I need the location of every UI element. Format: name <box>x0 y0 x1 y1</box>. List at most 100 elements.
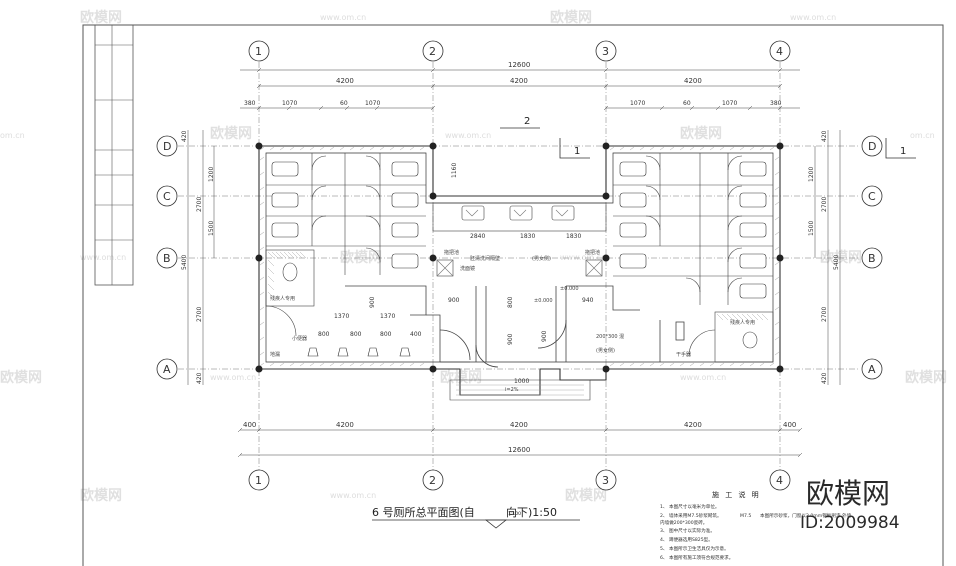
dim-detail: 1070 <box>282 100 297 107</box>
left-dimension-labels: 420 1200 1500 2700 5400 2700 420 <box>181 130 215 384</box>
left-interior-dims: 800 800 800 400 1370 1370 900 <box>318 296 422 338</box>
axis-bubbles-rows: D C B A D C B A <box>156 135 883 380</box>
watermark-brand: 欧模网 <box>440 369 482 386</box>
svg-text:2700: 2700 <box>821 307 828 322</box>
label-floor-level: ±0.000 <box>534 298 553 304</box>
dim-bottom-seg: 400 <box>243 421 256 429</box>
axis-bubble-2-bottom: 2 <box>422 469 444 491</box>
label-wash-note: (男女侧) <box>532 255 551 262</box>
dim-detail: 380 <box>244 100 256 107</box>
svg-text:5400: 5400 <box>833 255 840 270</box>
watermark-url: www.om.cn <box>80 253 126 262</box>
brand-id: ID:2009984 <box>800 513 900 533</box>
svg-text:5400: 5400 <box>181 255 188 270</box>
axis-bubble-4-bottom: 4 <box>769 469 791 491</box>
svg-text:B: B <box>163 252 171 265</box>
watermark-brand: 欧模网 <box>550 9 592 26</box>
axis-bubble-A-right: A <box>861 358 883 380</box>
watermark-brand: 欧模网 <box>680 125 722 142</box>
svg-text:420: 420 <box>821 130 828 142</box>
svg-text:A: A <box>163 363 171 376</box>
top-dimension-labels: 12600 4200 4200 4200 380 1070 60 1070 10… <box>244 61 782 107</box>
note-side-2: 本图所示砂浆，门窗以2.0mm钢板刷漆 外墙 <box>760 512 852 519</box>
svg-text:420: 420 <box>196 372 203 384</box>
note-item: 3、 图中尺寸以实际为准。 <box>660 527 715 534</box>
section-marker: 1 <box>900 146 906 157</box>
entrance-labels: 1000 i=2% <box>505 378 529 393</box>
brand-block: 欧模网 ID:2009984 <box>800 477 900 533</box>
bottom-dimensions <box>237 427 803 458</box>
right-accessible-room <box>688 311 774 363</box>
outer-walls <box>258 145 781 396</box>
svg-text:1500: 1500 <box>208 221 215 236</box>
svg-text:4: 4 <box>776 45 783 58</box>
brand-name: 欧模网 <box>806 477 890 510</box>
right-dimension-labels: 420 1200 1500 2700 5400 2700 420 <box>808 130 840 384</box>
watermark-url: www.om.cn <box>210 373 256 382</box>
axis-bubble-1-top: 1 <box>248 40 270 62</box>
label-mop-right: 拖把池 <box>585 249 600 256</box>
svg-text:800: 800 <box>380 331 392 338</box>
svg-text:900: 900 <box>369 296 376 308</box>
label-right-level: ±0.000 <box>560 286 579 292</box>
watermark-url: www.om.cn <box>680 373 726 382</box>
axis-bubble-D-right: D <box>861 135 883 157</box>
svg-text:1: 1 <box>255 474 262 487</box>
label-mid-note: 200*300 混 <box>596 333 624 340</box>
svg-text:D: D <box>163 140 171 153</box>
right-squat-pans <box>619 161 767 299</box>
svg-text:A: A <box>868 363 876 376</box>
axis-bubble-B-right: B <box>861 247 883 269</box>
section-markers <box>484 127 916 529</box>
label-mop-left: 拖把池 <box>444 249 459 256</box>
central-labels: 胚清洗间隔壁 (男女侧) 拖把池 拖把池 洗面镜 2840 1830 1830 … <box>444 163 600 345</box>
svg-text:1200: 1200 <box>808 167 815 182</box>
svg-text:400: 400 <box>410 331 422 338</box>
watermark-brand: 欧模网 <box>80 487 122 504</box>
sheet-frame <box>82 24 944 566</box>
dim-detail: 60 <box>340 100 348 107</box>
axis-bubble-D-left: D <box>156 135 178 157</box>
left-partition <box>345 285 471 363</box>
axis-bubble-A-left: A <box>156 358 178 380</box>
svg-text:900: 900 <box>448 297 460 304</box>
right-stalls <box>613 153 773 305</box>
watermark-url: www.om.cn <box>445 131 491 140</box>
notes-heading: 施 工 说 明 <box>712 490 761 499</box>
note-item: 6、 本图所有施工须符合规范要求。 <box>660 554 733 561</box>
watermark-brand: 欧模网 <box>565 487 607 504</box>
watermark-brand: 欧模网 <box>0 369 42 386</box>
svg-text:1370: 1370 <box>334 313 349 320</box>
svg-text:2700: 2700 <box>821 197 828 212</box>
title-direction: 向下)1:50 <box>506 505 557 519</box>
note-item: 5、 本图所示卫生洁具仅为示意。 <box>660 545 729 552</box>
section-marker: 2 <box>524 116 530 127</box>
axis-bubble-2-top: 2 <box>422 40 444 62</box>
svg-text:2: 2 <box>429 474 436 487</box>
dim-detail: 380 <box>770 100 782 107</box>
svg-text:B: B <box>868 252 876 265</box>
dim-overall-bottom: 12600 <box>508 446 530 454</box>
left-stalls <box>266 153 426 275</box>
title-main: 6 号厕所总平面图(自 <box>372 505 475 519</box>
svg-text:900: 900 <box>507 333 514 345</box>
svg-text:3: 3 <box>602 474 609 487</box>
watermark-url: www.om.cn <box>560 253 606 262</box>
svg-text:2: 2 <box>429 45 436 58</box>
watermark-url: om.cn <box>0 131 25 140</box>
svg-text:1: 1 <box>255 45 262 58</box>
svg-text:3: 3 <box>602 45 609 58</box>
axis-bubble-3-bottom: 3 <box>595 469 617 491</box>
watermark-brand: 欧模网 <box>820 249 862 266</box>
svg-text:800: 800 <box>350 331 362 338</box>
section-marker: 1 <box>574 146 580 157</box>
central-corridor <box>449 286 591 401</box>
note-item: 1、 本图尺寸以毫米为单位。 <box>660 503 720 510</box>
svg-text:C: C <box>163 190 171 203</box>
axis-bubble-4-top: 4 <box>769 40 791 62</box>
watermark-url: www.om.cn <box>330 491 376 500</box>
axis-bubble-B-left: B <box>156 247 178 269</box>
axis-bubbles-columns: 1 2 3 4 1 2 3 4 <box>248 40 791 491</box>
svg-text:1830: 1830 <box>520 233 535 240</box>
dim-bottom-seg: 4200 <box>510 421 528 429</box>
